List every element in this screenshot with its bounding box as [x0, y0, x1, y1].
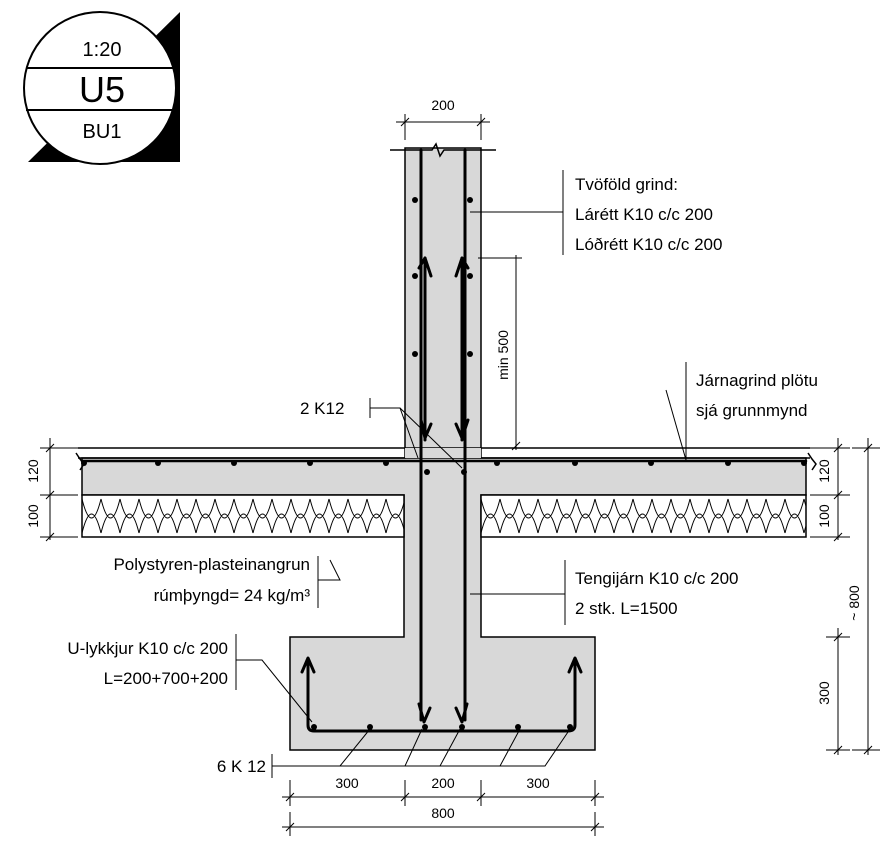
rebar-dot: [459, 724, 465, 730]
u-bars-label: U-lykkjur K10 c/c 200: [67, 639, 228, 658]
slab-mesh-label: Járnagrind plötu: [696, 371, 818, 390]
slab-thickness-right-dim: 120: [816, 459, 832, 483]
rebar-dot: [494, 460, 500, 466]
slab-mesh-reference: sjá grunnmynd: [696, 401, 808, 420]
rebar-dot: [424, 469, 430, 475]
insulation-hatch: [82, 498, 404, 534]
title-block: 1:20 U5 BU1: [23, 11, 180, 165]
scale-text: 1:20: [83, 39, 122, 61]
leader-lines: [235, 170, 687, 778]
insulation-density: rúmþyngd= 24 kg/m³: [154, 586, 311, 605]
rebar-dot: [311, 724, 317, 730]
rebar-dot: [155, 460, 161, 466]
wall-width-dim: 200: [431, 97, 455, 113]
footing-total-width-dim: 800: [431, 805, 455, 821]
wall-horizontal-bars-label: Lárétt K10 c/c 200: [575, 205, 713, 224]
rebar-dot: [412, 197, 418, 203]
rebar-dot: [467, 351, 473, 357]
detail-number: U5: [79, 69, 125, 110]
rebar-dot: [467, 273, 473, 279]
rebar-dot: [461, 469, 467, 475]
rebar-dot: [572, 460, 578, 466]
footing-left-width-dim: 300: [335, 775, 359, 791]
sheet-reference: BU1: [83, 121, 122, 143]
wall-vertical-bars-label: Lóðrétt K10 c/c 200: [575, 235, 722, 254]
rebar-dot: [467, 197, 473, 203]
footing-height-dim: 300: [816, 681, 832, 705]
lap-length-dim: min 500: [495, 330, 511, 380]
insulation-right: [480, 494, 807, 538]
corner-bars-label: 2 K12: [300, 399, 344, 418]
u-bars-length: L=200+700+200: [104, 669, 228, 688]
wall-reinforcement-label: Tvöföld grind:: [575, 175, 678, 194]
rebar-dot: [412, 273, 418, 279]
dowel-bars-label: Tengijárn K10 c/c 200: [575, 569, 739, 588]
rebar-dot: [801, 460, 807, 466]
insulation-label: Polystyren-plasteinangrun: [113, 555, 310, 574]
concrete-section: [75, 142, 817, 751]
rebar-dot: [367, 724, 373, 730]
wall-vertical-bars: [417, 148, 470, 724]
total-depth-dim: ~ 800: [846, 585, 862, 621]
rebar-dot: [648, 460, 654, 466]
rebar-dot: [231, 460, 237, 466]
rebar-dot: [422, 724, 428, 730]
rebar-dot: [515, 724, 521, 730]
rebar-dot: [567, 724, 573, 730]
insulation-thickness-left-dim: 100: [25, 504, 41, 528]
dowel-bars-count: 2 stk. L=1500: [575, 599, 678, 618]
rebar-dot: [412, 351, 418, 357]
rebar-dot: [725, 460, 731, 466]
insulation-left: [81, 494, 405, 538]
insulation-hatch: [481, 498, 806, 534]
u-bars: [300, 656, 583, 733]
rebar-dot: [383, 460, 389, 466]
dimension-lines: [40, 114, 880, 836]
rebar-dot: [81, 460, 87, 466]
footing-bars-label: 6 K 12: [217, 757, 266, 776]
footing-middle-width-dim: 200: [431, 775, 455, 791]
footing-right-width-dim: 300: [526, 775, 550, 791]
rebar-dots: [81, 197, 807, 730]
slab-thickness-left-dim: 120: [25, 459, 41, 483]
insulation-thickness-right-dim: 100: [816, 504, 832, 528]
rebar-dot: [307, 460, 313, 466]
